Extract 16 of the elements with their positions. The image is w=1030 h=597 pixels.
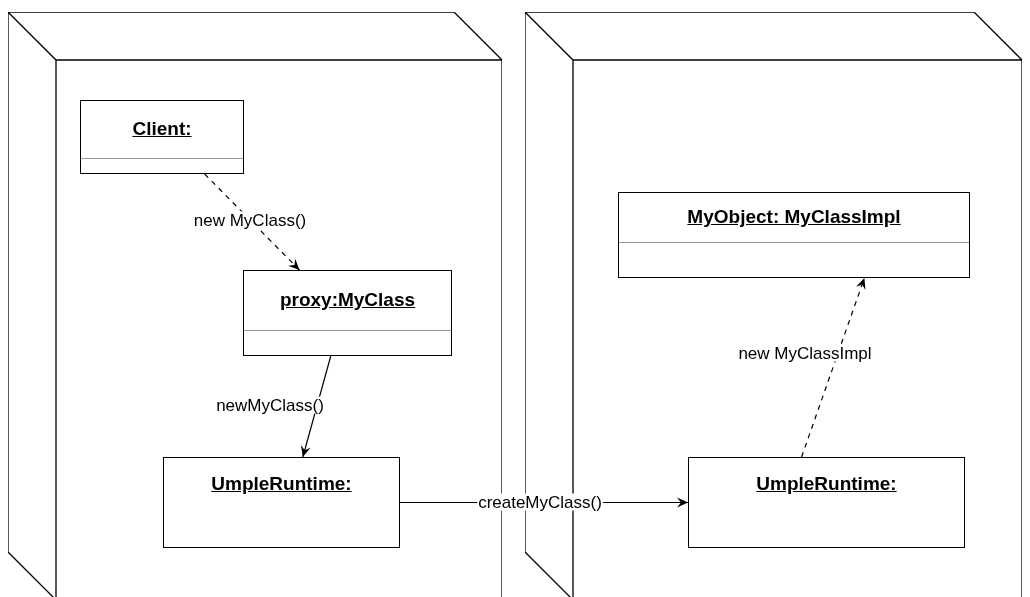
edge-label: newMyClass() (215, 396, 325, 414)
object-name: UmpleRuntime: (211, 471, 352, 496)
object-box (163, 457, 400, 548)
arrow (800, 277, 866, 458)
object-name: proxy:MyClass (279, 288, 416, 313)
object-name: Client: (132, 117, 192, 142)
arrow (204, 173, 301, 271)
object-box (618, 192, 970, 278)
object-box (688, 457, 965, 548)
object-box (243, 270, 452, 356)
object-box (80, 100, 244, 174)
object-name: UmpleRuntime: (756, 471, 897, 496)
object-name: MyObject: MyClassImpl (687, 205, 901, 230)
edge-label: new MyClassImpl (737, 344, 873, 362)
edge-label: createMyClass() (477, 493, 603, 511)
edge-label: new MyClass() (192, 211, 308, 229)
